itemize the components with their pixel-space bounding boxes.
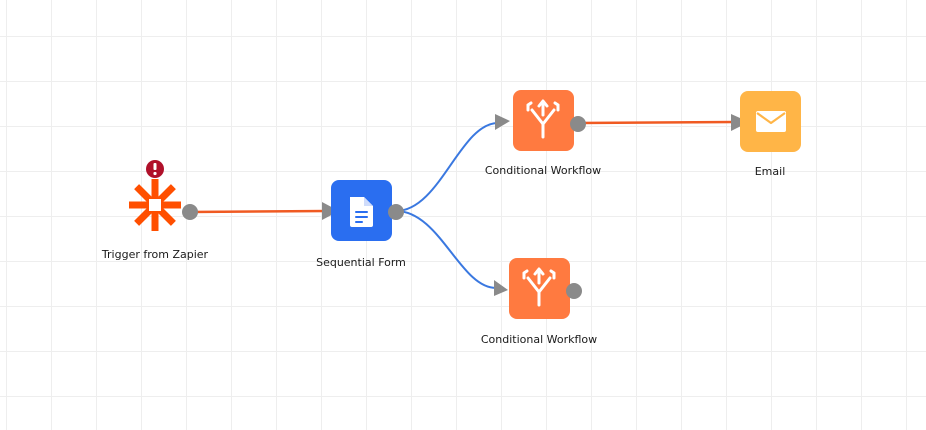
cond1-output-port[interactable] [570, 116, 586, 132]
sequential-form-node-label: Sequential Form [316, 256, 406, 269]
conditional-workflow-2-label: Conditional Workflow [480, 333, 598, 346]
trigger-node[interactable] [129, 179, 198, 231]
connector-cond1-email[interactable] [577, 120, 736, 125]
arrowhead-cond1-input [495, 114, 510, 130]
sequential-form-node[interactable] [331, 180, 404, 241]
error-badge[interactable] [146, 160, 164, 178]
split-arrows-icon [526, 99, 560, 139]
cond2-output-port[interactable] [566, 283, 582, 299]
conditional-workflow-node-1[interactable] [513, 90, 586, 151]
arrowhead-form-input [322, 202, 339, 220]
split-arrows-icon [522, 267, 556, 307]
conditional-workflow-node-2[interactable] [509, 258, 582, 319]
trigger-node-label: Trigger from Zapier [101, 248, 209, 261]
connector-trigger-form[interactable] [189, 209, 329, 214]
connector-form-cond1[interactable] [395, 122, 499, 212]
envelope-icon [756, 111, 786, 132]
conditional-workflow-1-label: Conditional Workflow [484, 164, 602, 177]
connector-form-cond2[interactable] [395, 210, 497, 289]
email-node-label: Email [754, 165, 786, 178]
form-output-port[interactable] [388, 204, 404, 220]
trigger-output-port[interactable] [182, 204, 198, 220]
arrowhead-cond2-input [494, 280, 508, 296]
email-node[interactable] [740, 91, 801, 152]
zapier-logo-icon [129, 179, 181, 231]
document-icon [350, 197, 373, 227]
